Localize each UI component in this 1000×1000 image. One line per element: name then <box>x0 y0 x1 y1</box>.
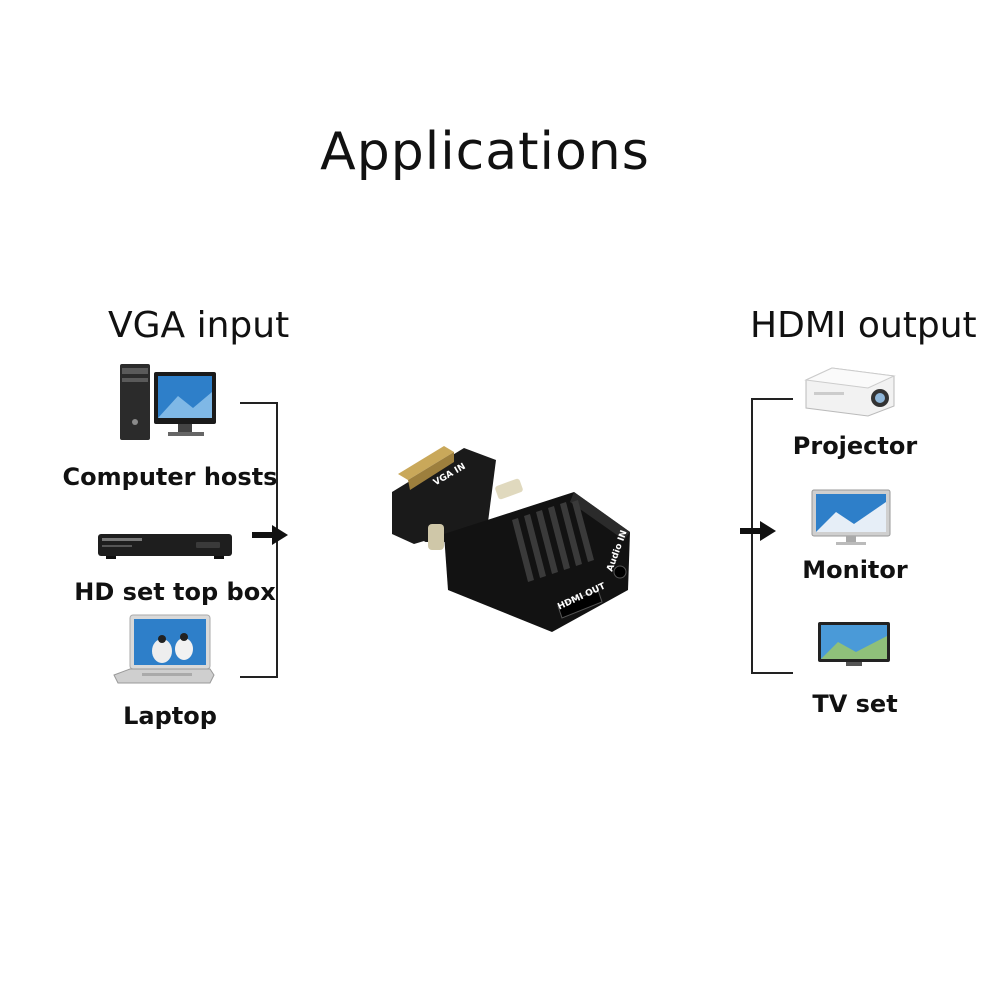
monitor-icon <box>811 489 891 545</box>
vga-hdmi-adapter-image <box>392 446 630 632</box>
tv-icon <box>818 622 890 666</box>
device-label-laptop: Laptop <box>123 702 217 730</box>
right-bracket-bottom <box>751 672 793 674</box>
left-arrow-icon <box>252 525 288 545</box>
device-label-projector: Projector <box>792 432 918 460</box>
vga-input-heading: VGA input <box>108 305 290 346</box>
desktop-computer-icon <box>120 364 216 440</box>
device-label-computer-hosts: Computer hosts <box>62 463 278 491</box>
hdmi-output-heading: HDMI output <box>750 305 977 346</box>
device-label-hd-set-top-box: HD set top box <box>74 578 276 606</box>
left-bracket-top <box>240 402 278 404</box>
right-arrow-icon <box>740 521 776 541</box>
laptop-icon <box>113 614 215 684</box>
projector-icon <box>804 367 896 417</box>
device-label-tv-set: TV set <box>812 690 898 718</box>
set-top-box-icon <box>98 534 232 559</box>
left-bracket-bottom <box>240 676 278 678</box>
right-bracket-vertical <box>751 398 753 674</box>
device-label-monitor: Monitor <box>802 556 908 584</box>
page-title: Applications <box>320 122 650 182</box>
right-bracket-top <box>751 398 793 400</box>
